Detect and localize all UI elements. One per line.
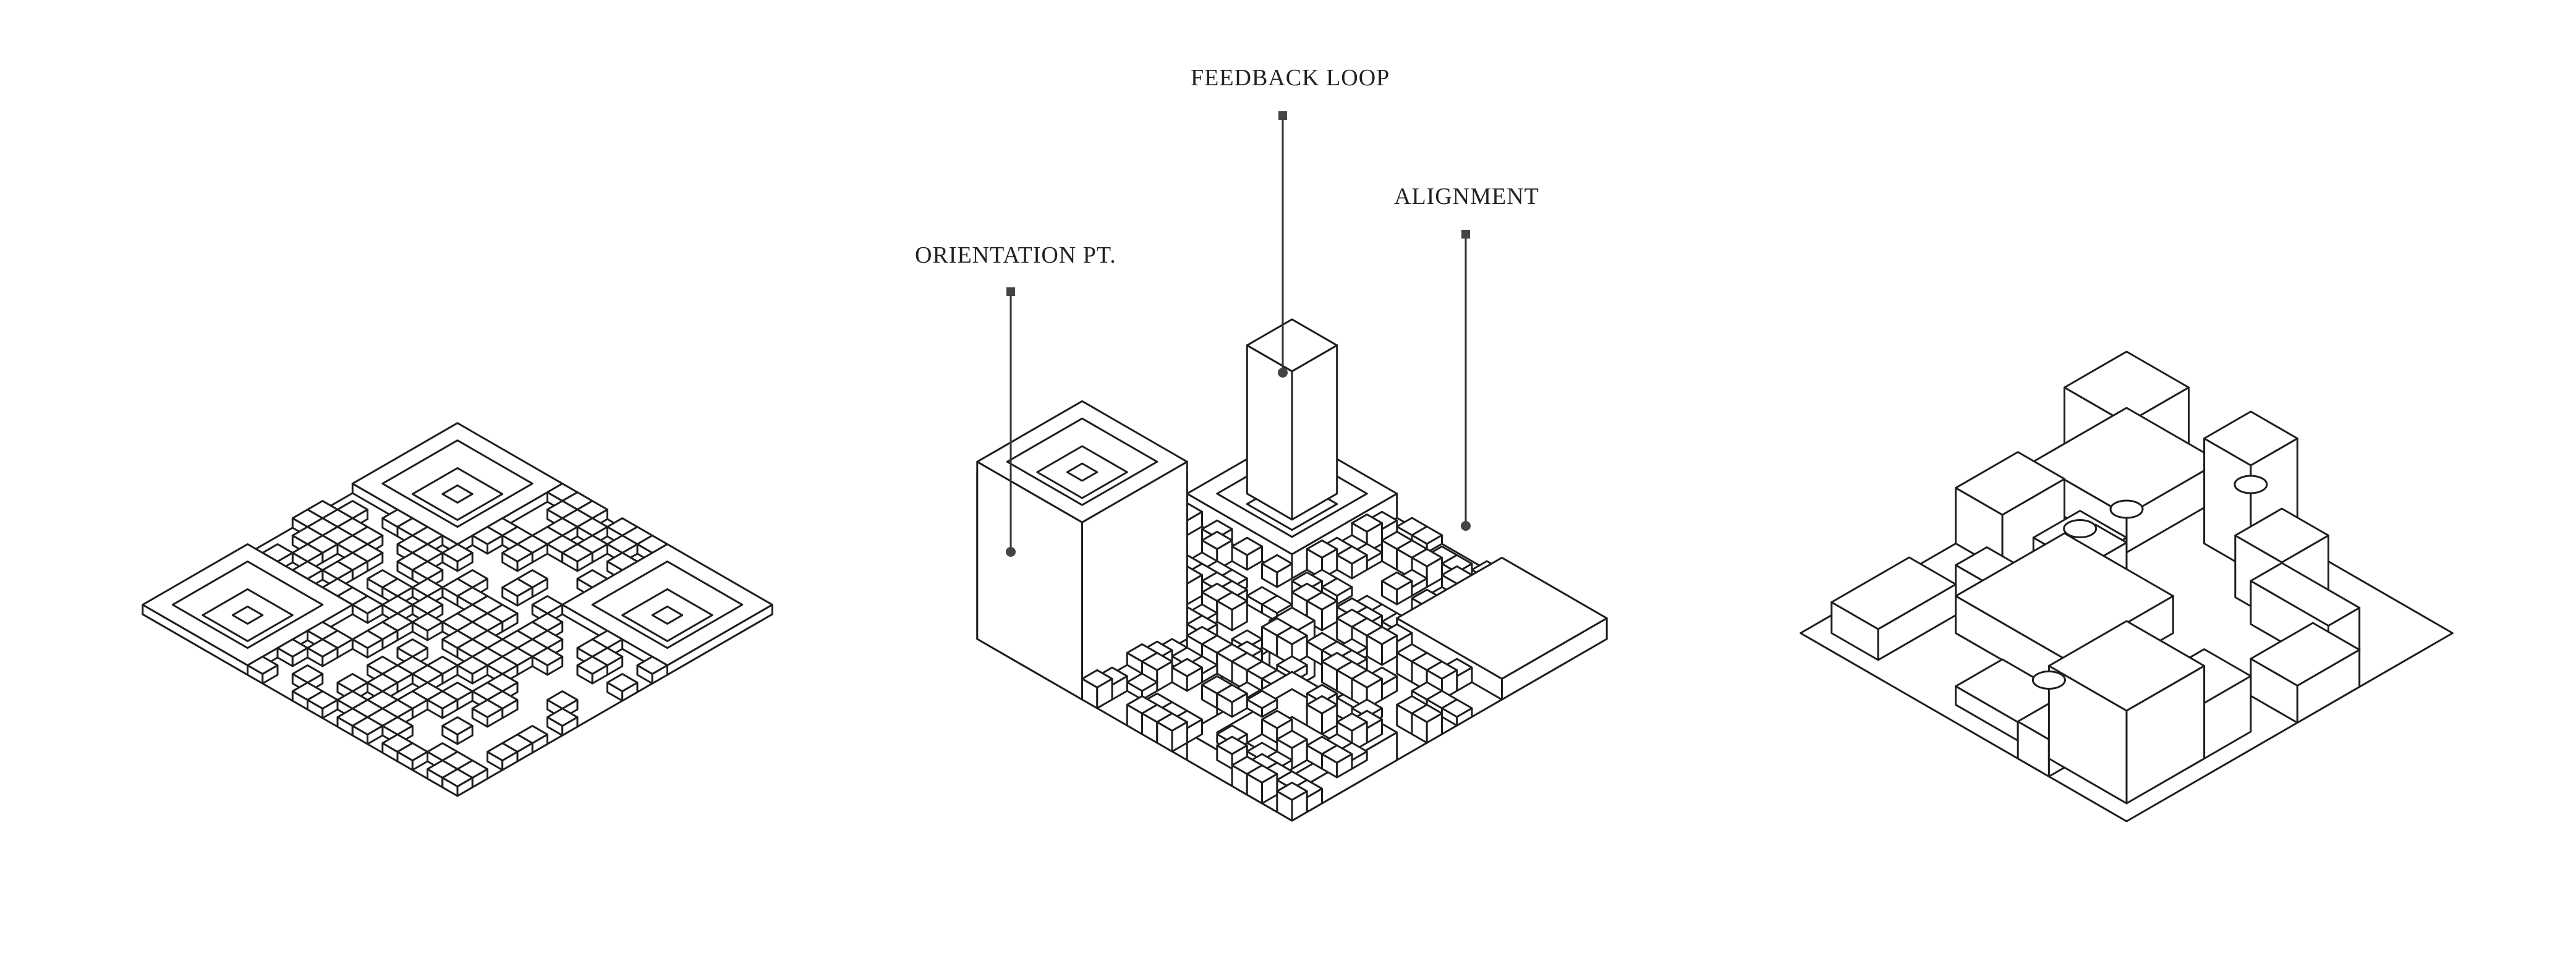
block-face bbox=[1396, 556, 1608, 680]
block-face bbox=[1261, 709, 1293, 729]
block-face bbox=[231, 605, 264, 625]
block-face bbox=[1066, 462, 1099, 482]
block-face bbox=[351, 630, 384, 649]
block-face bbox=[456, 656, 488, 675]
panel-qr-building bbox=[1800, 350, 2454, 823]
block-face bbox=[651, 605, 684, 625]
label-orientation-pt: ORIENTATION PT. bbox=[915, 242, 1116, 268]
block-face bbox=[2250, 622, 2361, 687]
block-face bbox=[351, 716, 384, 736]
block-face bbox=[1351, 669, 1383, 688]
block-face bbox=[1126, 672, 1158, 692]
curved-detail bbox=[2031, 670, 2066, 690]
block-face bbox=[1306, 539, 1338, 559]
leader-dot bbox=[1006, 547, 1016, 557]
leader-dot bbox=[1461, 521, 1471, 531]
block-face bbox=[1246, 318, 1338, 373]
block-face bbox=[1276, 729, 1308, 749]
block-face bbox=[1201, 530, 1233, 550]
label-feedback-loop: FEEDBACK LOOP bbox=[1191, 65, 1390, 91]
block-face bbox=[1426, 660, 1458, 680]
block-face bbox=[1261, 554, 1293, 573]
block-face bbox=[1830, 556, 1957, 630]
callout-orientation: ORIENTATION PT. bbox=[915, 242, 1116, 557]
block-face bbox=[1216, 591, 1248, 611]
block-face bbox=[1156, 712, 1188, 732]
panel-qr-extruded bbox=[976, 318, 1608, 822]
block-face bbox=[1411, 548, 1443, 567]
block-face bbox=[1276, 781, 1308, 801]
curved-detail bbox=[2063, 519, 2098, 538]
block-face bbox=[1336, 545, 1368, 565]
block-face bbox=[576, 656, 608, 675]
block-face bbox=[1231, 536, 1263, 556]
block-face bbox=[1366, 625, 1398, 645]
block-face bbox=[441, 543, 474, 563]
block-face bbox=[276, 638, 308, 658]
block-face bbox=[546, 708, 579, 727]
block-face bbox=[1381, 571, 1413, 591]
block-face bbox=[1246, 690, 1278, 709]
block-face bbox=[307, 638, 339, 658]
block-face bbox=[396, 742, 428, 762]
block-face bbox=[501, 578, 533, 598]
block-face bbox=[501, 543, 533, 563]
block-face bbox=[441, 484, 474, 504]
callout-alignment: ALIGNMENT bbox=[1394, 184, 1539, 531]
curved-detail bbox=[2234, 475, 2268, 494]
block-face bbox=[1336, 712, 1368, 732]
label-alignment: ALIGNMENT bbox=[1394, 184, 1539, 209]
block-face bbox=[471, 526, 504, 546]
leader-marker bbox=[1278, 111, 1287, 120]
callout-feedback: FEEDBACK LOOP bbox=[1191, 65, 1390, 378]
block-face bbox=[1291, 344, 1338, 521]
block-face bbox=[487, 742, 519, 762]
block-face bbox=[2203, 410, 2298, 467]
leader-dot bbox=[1278, 368, 1288, 378]
block-face bbox=[471, 699, 504, 719]
block-face bbox=[1081, 669, 1113, 688]
block-face bbox=[441, 768, 474, 788]
block-face bbox=[1306, 591, 1338, 611]
block-face bbox=[411, 612, 444, 632]
block-face bbox=[636, 656, 668, 675]
block-face bbox=[1261, 594, 1293, 614]
leader-marker bbox=[1006, 287, 1015, 296]
block-face bbox=[1276, 625, 1308, 645]
block-face bbox=[1216, 683, 1248, 703]
block-face bbox=[441, 716, 474, 736]
block-face bbox=[1246, 764, 1278, 784]
block-face bbox=[2047, 620, 2206, 712]
block-face bbox=[1411, 525, 1443, 545]
block-face bbox=[351, 595, 384, 615]
curved-detail bbox=[2109, 499, 2144, 519]
block-face bbox=[531, 647, 564, 667]
block-face bbox=[1141, 651, 1173, 671]
block-face bbox=[1321, 744, 1353, 764]
block-face bbox=[1306, 695, 1338, 714]
block-face bbox=[1216, 735, 1248, 755]
block-face bbox=[1171, 658, 1203, 677]
block-face bbox=[1351, 513, 1383, 533]
panel-qr-flat bbox=[142, 422, 773, 797]
block-face bbox=[1955, 451, 2065, 516]
block-face bbox=[2250, 562, 2361, 627]
block-face bbox=[561, 543, 593, 563]
block-face bbox=[1411, 703, 1443, 723]
leader-marker bbox=[1461, 230, 1470, 239]
block-face bbox=[606, 673, 639, 693]
block-face bbox=[1321, 577, 1353, 597]
block-face bbox=[307, 690, 339, 710]
block-face bbox=[427, 690, 459, 710]
block-face bbox=[1441, 698, 1473, 718]
block-face bbox=[247, 656, 279, 675]
